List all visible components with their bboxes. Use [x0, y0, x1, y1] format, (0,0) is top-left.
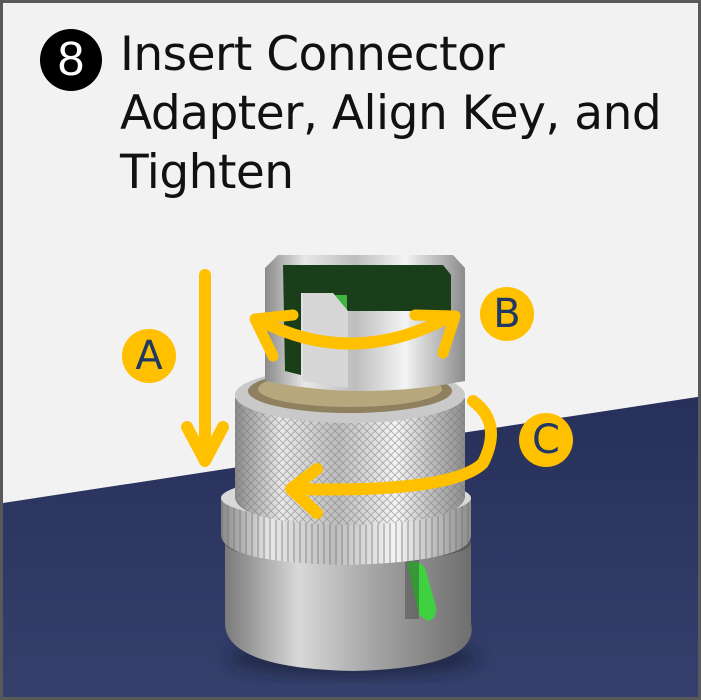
double-curved-arrow-icon — [249, 309, 461, 362]
alignment-key — [407, 561, 437, 621]
label-c: C — [519, 413, 573, 467]
label-a: A — [122, 329, 176, 383]
illustration — [3, 255, 698, 697]
down-arrow-icon — [181, 269, 229, 467]
label-b: B — [480, 287, 534, 341]
step-title: Insert Connector Adapter, Align Key, and… — [120, 27, 662, 200]
step-number-badge: 8 — [40, 29, 102, 91]
curved-arrow-icon — [285, 395, 497, 519]
